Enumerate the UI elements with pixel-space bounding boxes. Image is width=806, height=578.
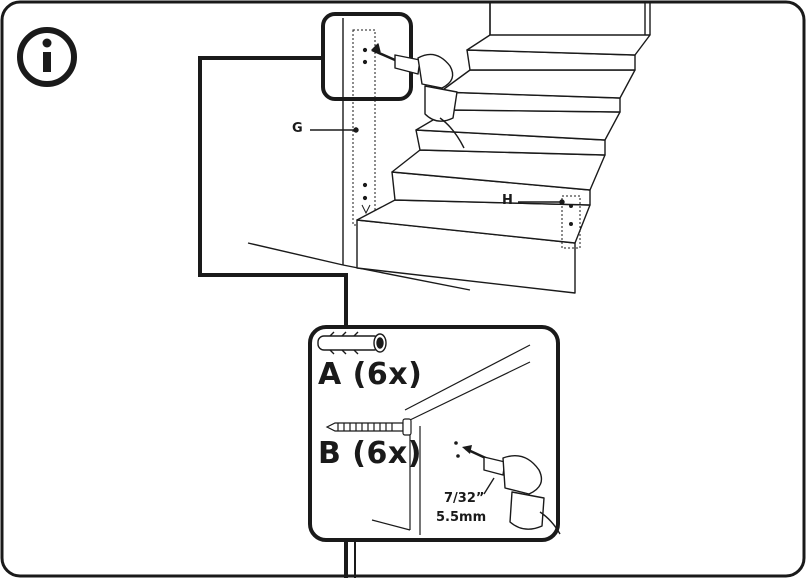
staircase [356, 2, 651, 294]
part-a-label: A (6x) [318, 357, 423, 392]
wall-anchor-icon [317, 331, 387, 355]
detail-step-corner [371, 344, 531, 535]
screw-icon [325, 418, 412, 436]
info-icon [17, 27, 77, 87]
label-h: H [502, 193, 513, 208]
drill-detail [483, 455, 561, 535]
zoom-box-bottom [308, 325, 560, 542]
drill-bit-inch: 7/32” [444, 491, 485, 506]
leader-lines [310, 127, 565, 205]
drill-main [371, 43, 465, 149]
label-g: G [292, 121, 303, 136]
part-b-label: B (6x) [318, 436, 422, 471]
stringer-h [561, 195, 581, 249]
zoom-connector [198, 56, 356, 578]
drill-bit-mm: 5.5mm [436, 510, 487, 525]
zoom-box-top [321, 12, 413, 101]
